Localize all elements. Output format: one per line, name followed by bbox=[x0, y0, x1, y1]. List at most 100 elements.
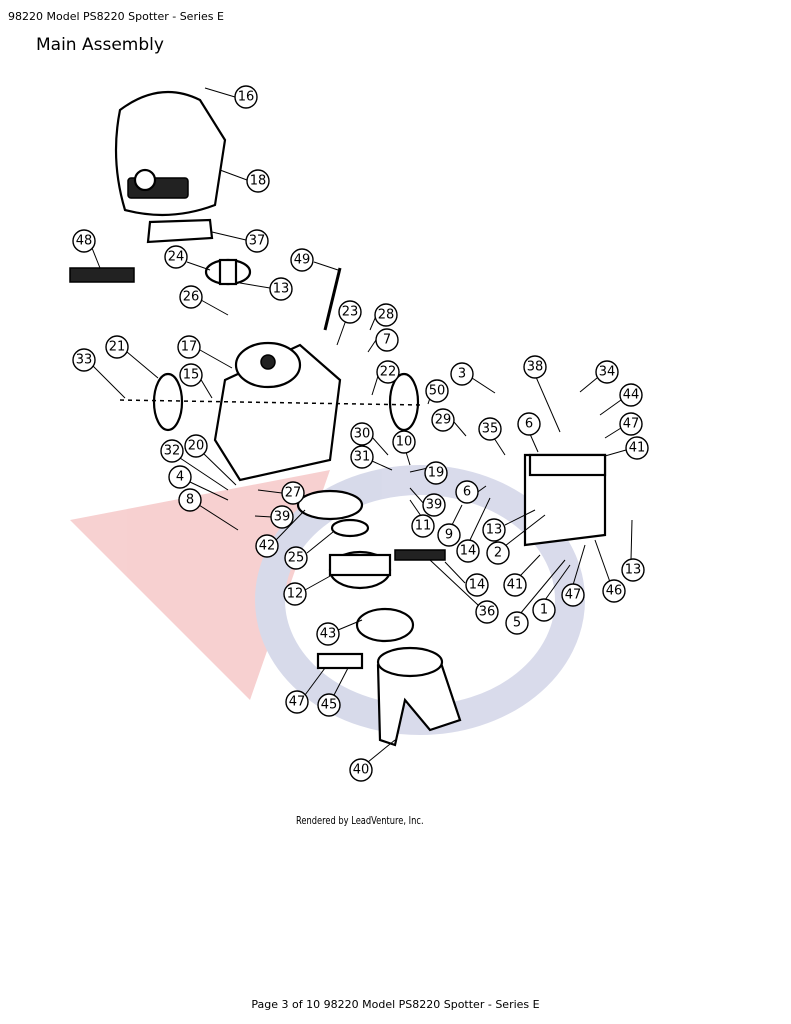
callout-group: 16 18 37 48 24 13 49 26 23 28 7 21 17 33… bbox=[72, 85, 649, 782]
right-wheel-part bbox=[388, 372, 420, 432]
svg-text:17: 17 bbox=[181, 340, 198, 355]
callout-49: 49 bbox=[290, 248, 339, 272]
svg-text:37: 37 bbox=[249, 234, 266, 249]
callout-5: 5 bbox=[505, 559, 566, 635]
svg-text:14: 14 bbox=[460, 544, 477, 559]
svg-text:31: 31 bbox=[354, 450, 371, 465]
callout-47a: 47 bbox=[604, 412, 643, 439]
bracket-part bbox=[316, 652, 364, 670]
svg-text:21: 21 bbox=[109, 340, 126, 355]
svg-text:15: 15 bbox=[183, 368, 200, 383]
left-wheel-part bbox=[152, 372, 184, 432]
callout-6b: 6 bbox=[455, 480, 487, 504]
callout-6a: 6 bbox=[517, 412, 541, 453]
callout-14a: 14 bbox=[456, 497, 491, 563]
svg-text:30: 30 bbox=[354, 427, 371, 442]
callout-18: 18 bbox=[219, 169, 270, 193]
svg-text:1: 1 bbox=[540, 603, 548, 618]
svg-text:16: 16 bbox=[238, 90, 255, 105]
svg-text:47: 47 bbox=[565, 588, 582, 603]
callout-31: 31 bbox=[350, 445, 393, 471]
callout-45: 45 bbox=[317, 667, 349, 717]
svg-text:10: 10 bbox=[396, 435, 413, 450]
callout-10: 10 bbox=[392, 430, 416, 466]
callout-19: 19 bbox=[409, 461, 448, 485]
svg-text:48: 48 bbox=[76, 234, 93, 249]
svg-text:49: 49 bbox=[294, 253, 311, 268]
svg-text:28: 28 bbox=[378, 308, 395, 323]
svg-text:34: 34 bbox=[599, 365, 616, 380]
svg-text:45: 45 bbox=[321, 698, 338, 713]
svg-text:11: 11 bbox=[415, 519, 432, 534]
page-footer: Page 3 of 10 98220 Model PS8220 Spotter … bbox=[251, 998, 540, 1011]
svg-text:13: 13 bbox=[273, 282, 290, 297]
svg-text:23: 23 bbox=[342, 305, 359, 320]
svg-text:3: 3 bbox=[458, 367, 466, 382]
svg-text:24: 24 bbox=[168, 250, 185, 265]
section-title: Main Assembly bbox=[36, 35, 164, 55]
callout-39b: 39 bbox=[254, 505, 294, 529]
svg-text:4: 4 bbox=[176, 470, 184, 485]
callout-47c: 47 bbox=[285, 667, 326, 714]
svg-text:13: 13 bbox=[625, 563, 642, 578]
callout-24: 24 bbox=[164, 245, 211, 271]
callout-17: 17 bbox=[177, 335, 233, 369]
nozzle-part bbox=[376, 646, 462, 747]
callout-36: 36 bbox=[429, 559, 499, 624]
svg-text:39: 39 bbox=[426, 498, 443, 513]
callout-23: 23 bbox=[336, 300, 362, 346]
callout-1: 1 bbox=[532, 564, 571, 622]
motor-part bbox=[328, 550, 392, 590]
svg-text:22: 22 bbox=[380, 365, 397, 380]
svg-text:5: 5 bbox=[513, 616, 521, 631]
svg-text:50: 50 bbox=[429, 384, 446, 399]
callout-47b: 47 bbox=[561, 544, 586, 607]
svg-text:33: 33 bbox=[76, 353, 93, 368]
svg-text:7: 7 bbox=[383, 333, 391, 348]
callout-4: 4 bbox=[168, 465, 229, 501]
callout-37: 37 bbox=[211, 229, 269, 253]
main-housing-part bbox=[213, 341, 342, 482]
hood-part bbox=[114, 90, 227, 217]
callout-3: 3 bbox=[450, 362, 496, 394]
disc-part bbox=[296, 489, 364, 521]
svg-text:29: 29 bbox=[435, 413, 452, 428]
svg-text:41: 41 bbox=[629, 441, 646, 456]
callout-44: 44 bbox=[599, 383, 643, 416]
callout-41a: 41 bbox=[604, 436, 649, 460]
callout-20: 20 bbox=[184, 434, 237, 486]
svg-text:6: 6 bbox=[525, 417, 533, 432]
svg-text:13: 13 bbox=[486, 523, 503, 538]
knob-part bbox=[204, 258, 252, 286]
callout-2: 2 bbox=[486, 514, 546, 565]
svg-text:38: 38 bbox=[527, 360, 544, 375]
callout-32: 32 bbox=[160, 439, 229, 491]
callout-15: 15 bbox=[179, 363, 213, 399]
callout-16: 16 bbox=[204, 85, 258, 109]
svg-text:46: 46 bbox=[606, 584, 623, 599]
svg-text:20: 20 bbox=[188, 439, 205, 454]
ring-part bbox=[355, 607, 415, 643]
gasket-part bbox=[330, 518, 370, 538]
svg-text:25: 25 bbox=[288, 551, 305, 566]
callout-14b: 14 bbox=[444, 561, 489, 597]
svg-text:43: 43 bbox=[320, 627, 337, 642]
callout-22: 22 bbox=[371, 360, 400, 396]
callout-39a: 39 bbox=[409, 487, 446, 517]
svg-text:26: 26 bbox=[183, 290, 200, 305]
callout-43: 43 bbox=[316, 619, 363, 646]
callout-12: 12 bbox=[283, 574, 333, 606]
exploded-parts-diagram: 16 18 37 48 24 13 49 26 23 28 7 21 17 33… bbox=[69, 85, 649, 782]
svg-text:14: 14 bbox=[469, 578, 486, 593]
callout-35: 35 bbox=[478, 417, 506, 456]
callout-28: 28 bbox=[369, 303, 398, 331]
svg-text:35: 35 bbox=[482, 422, 499, 437]
callout-11: 11 bbox=[409, 499, 435, 538]
axle-part bbox=[119, 399, 421, 406]
svg-text:19: 19 bbox=[428, 466, 445, 481]
callout-29: 29 bbox=[431, 408, 467, 437]
svg-text:8: 8 bbox=[186, 493, 194, 508]
callout-34: 34 bbox=[579, 360, 619, 393]
callout-9: 9 bbox=[437, 504, 463, 547]
svg-text:39: 39 bbox=[274, 510, 291, 525]
